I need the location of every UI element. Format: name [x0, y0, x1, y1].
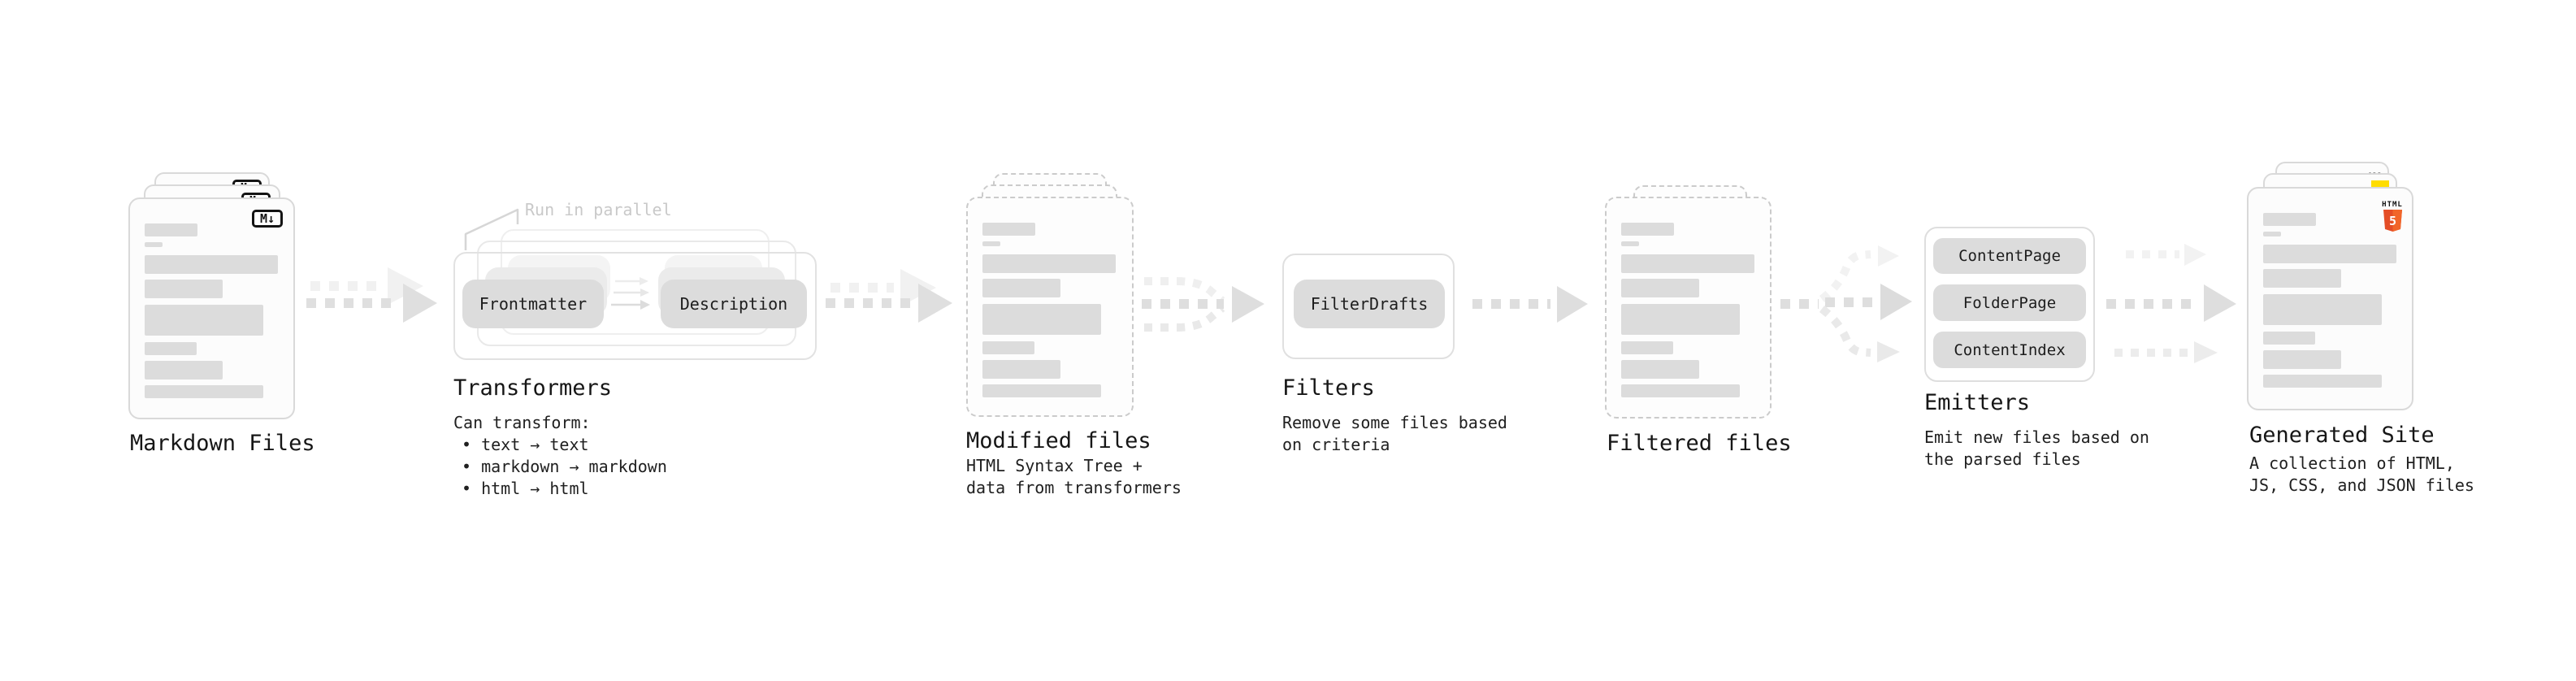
arrow-markdown-to-transformers [306, 267, 437, 323]
placeholder-text-bar [2263, 213, 2316, 226]
transformer-group-front [453, 252, 817, 360]
arrow-emitters-to-generated [2106, 244, 2236, 363]
placeholder-text-bar [2263, 350, 2341, 369]
arrow-filtered-to-emitters [1780, 245, 1912, 362]
filtered-file-card [1605, 197, 1772, 419]
placeholder-text-bar [982, 223, 1035, 236]
placeholder-text-bar [2263, 332, 2315, 345]
emitter-node-folderpage: FolderPage [1933, 284, 2086, 321]
emitter-node-contentindex: ContentIndex [1933, 332, 2086, 368]
placeholder-text-bar [145, 361, 223, 380]
placeholder-text-bar [1621, 223, 1674, 236]
filter-node-filterdrafts: FilterDrafts [1294, 280, 1445, 328]
placeholder-text-bar [982, 304, 1101, 335]
placeholder-text-bar [1621, 341, 1673, 354]
placeholder-text-bar [145, 280, 223, 298]
stage-desc-generated-site: A collection of HTML, JS, CSS, and JSON … [2249, 453, 2474, 495]
markdown-file-card: M↓ [128, 197, 295, 419]
stage-title-markdown-files: Markdown Files [130, 431, 315, 456]
placeholder-text-bar [982, 279, 1060, 297]
placeholder-text-bar [982, 341, 1034, 354]
stage-title-generated-site: Generated Site [2249, 423, 2435, 448]
placeholder-text-bar [1621, 254, 1754, 273]
svg-text:5: 5 [2388, 214, 2396, 228]
stage-title-filters: Filters [1282, 375, 1375, 401]
stage-title-modified-files: Modified files [966, 428, 1151, 453]
placeholder-text-bar [145, 242, 163, 247]
run-in-parallel-label: Run in parallel [525, 200, 672, 219]
arrow-filters-to-filtered [1472, 286, 1588, 323]
placeholder-text-bar [145, 385, 263, 398]
placeholder-text-bar [2263, 269, 2341, 288]
stage-desc-filters: Remove some files based on criteria [1282, 413, 1507, 454]
placeholder-text-bar [145, 255, 278, 274]
stage-desc-modified-files: HTML Syntax Tree + data from transformer… [966, 456, 1182, 497]
placeholder-text-bar [982, 360, 1060, 379]
html5-icon: HTML 5 [2382, 194, 2403, 232]
transformer-node-description: Description [661, 280, 807, 328]
placeholder-text-bar [982, 254, 1116, 273]
placeholder-text-bar [1621, 360, 1699, 379]
stage-desc-transformers: Can transform: • text → text • markdown … [453, 413, 667, 498]
markdown-icon: M↓ [252, 210, 283, 228]
stage-title-emitters: Emitters [1924, 390, 2031, 415]
stage-title-filtered-files: Filtered files [1607, 431, 1792, 456]
stage-desc-emitters: Emit new files based on the parsed files [1924, 427, 2149, 469]
placeholder-text-bar [145, 223, 197, 236]
arrow-modified-to-filters [1142, 277, 1264, 332]
placeholder-text-bar [982, 241, 1000, 246]
arrow-transformers-to-modified [826, 269, 952, 323]
generated-site-card: HTML 5 [2247, 187, 2413, 410]
placeholder-text-bar [2263, 294, 2382, 325]
placeholder-text-bar [2263, 245, 2396, 263]
placeholder-text-bar [2263, 232, 2281, 236]
emitter-node-contentpage: ContentPage [1933, 238, 2086, 274]
placeholder-text-bar [982, 384, 1101, 397]
stage-title-transformers: Transformers [453, 375, 613, 401]
transformer-node-frontmatter: Frontmatter [462, 280, 604, 328]
placeholder-text-bar [145, 305, 263, 336]
placeholder-text-bar [1621, 304, 1740, 335]
modified-file-card [966, 197, 1134, 417]
placeholder-text-bar [145, 342, 197, 355]
placeholder-text-bar [1621, 241, 1639, 246]
placeholder-text-bar [2263, 375, 2382, 388]
placeholder-text-bar [1621, 384, 1740, 397]
placeholder-text-bar [1621, 279, 1699, 297]
